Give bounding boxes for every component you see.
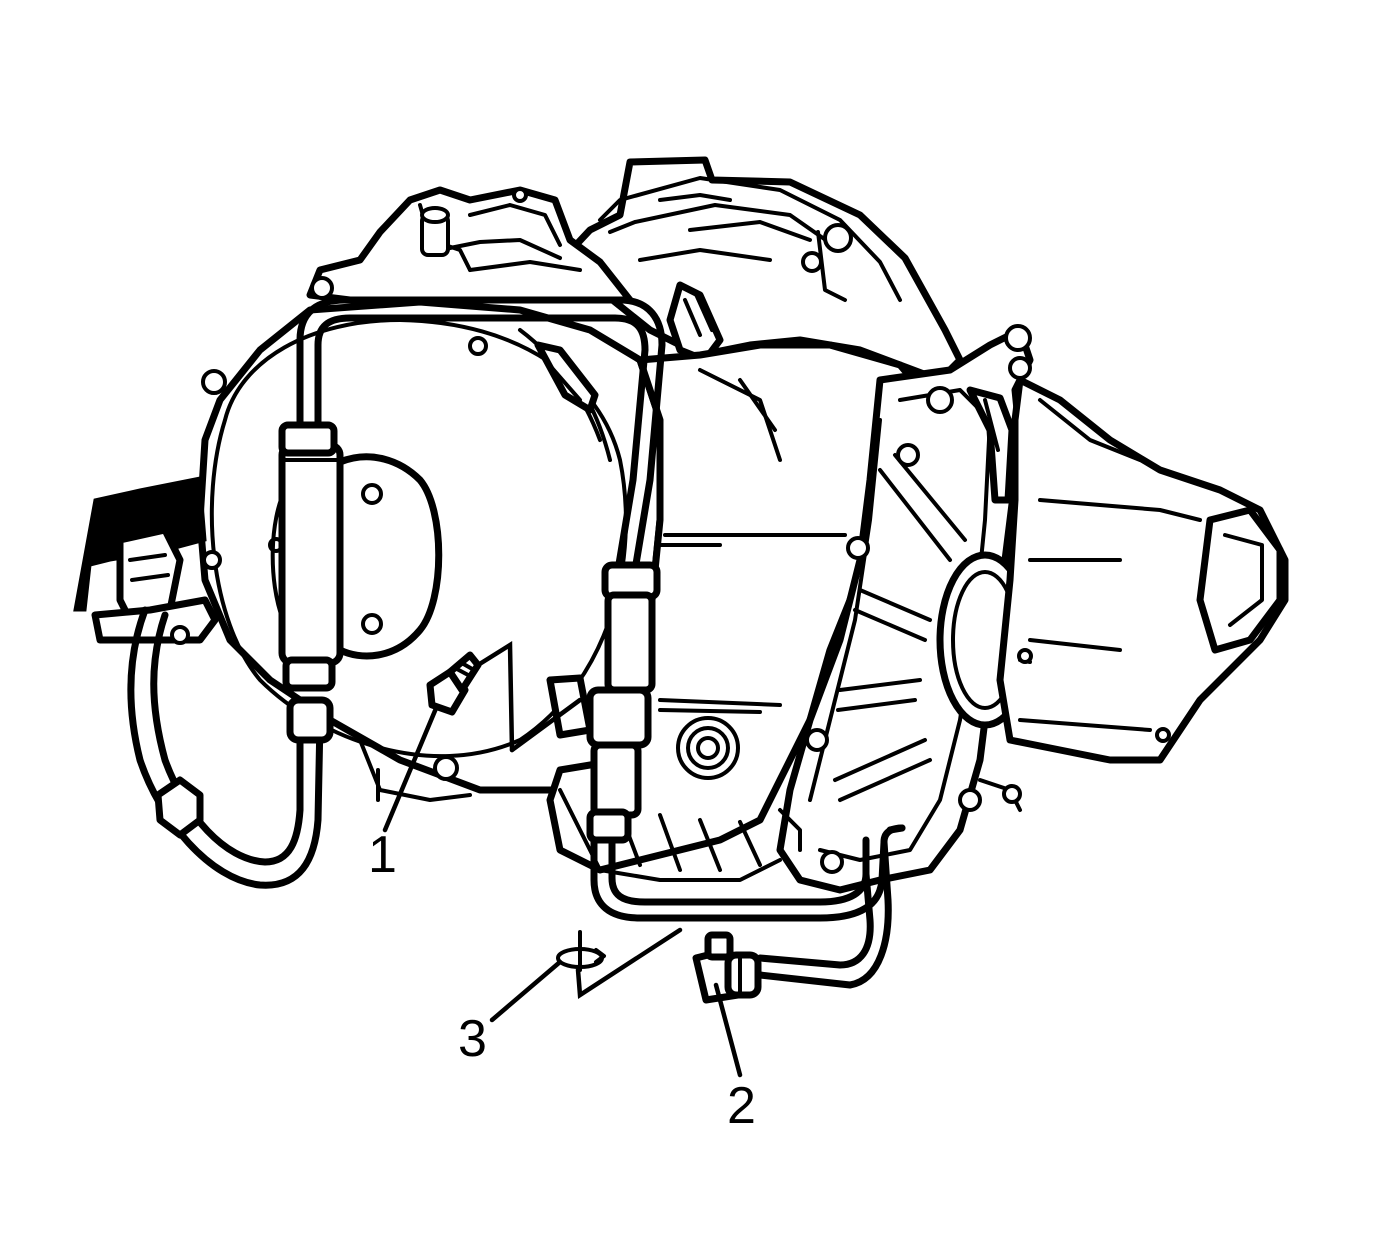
cooler-fitting-2 (692, 931, 762, 1004)
callout-labels: 1 2 3 (368, 826, 756, 1135)
oil-cooler (73, 476, 219, 645)
inline-filter (278, 421, 344, 744)
bolt-1 (426, 651, 482, 716)
leader-lines (382, 703, 743, 1078)
right-line-fitting (586, 561, 661, 844)
cooler-line-upper (296, 296, 666, 574)
differential-flange (776, 324, 1034, 894)
callout-1: 1 (368, 826, 397, 884)
left-upper-cover (306, 186, 634, 304)
extension-housing (966, 376, 1289, 764)
assembly-arrows (475, 640, 683, 999)
cooler-line-lower (590, 824, 906, 989)
drain-plug (676, 716, 740, 780)
cooler-hose-left (127, 606, 324, 889)
callout-2: 2 (727, 1077, 756, 1135)
callout-3: 3 (458, 1010, 487, 1068)
rotate-arrow-icon (556, 930, 606, 972)
